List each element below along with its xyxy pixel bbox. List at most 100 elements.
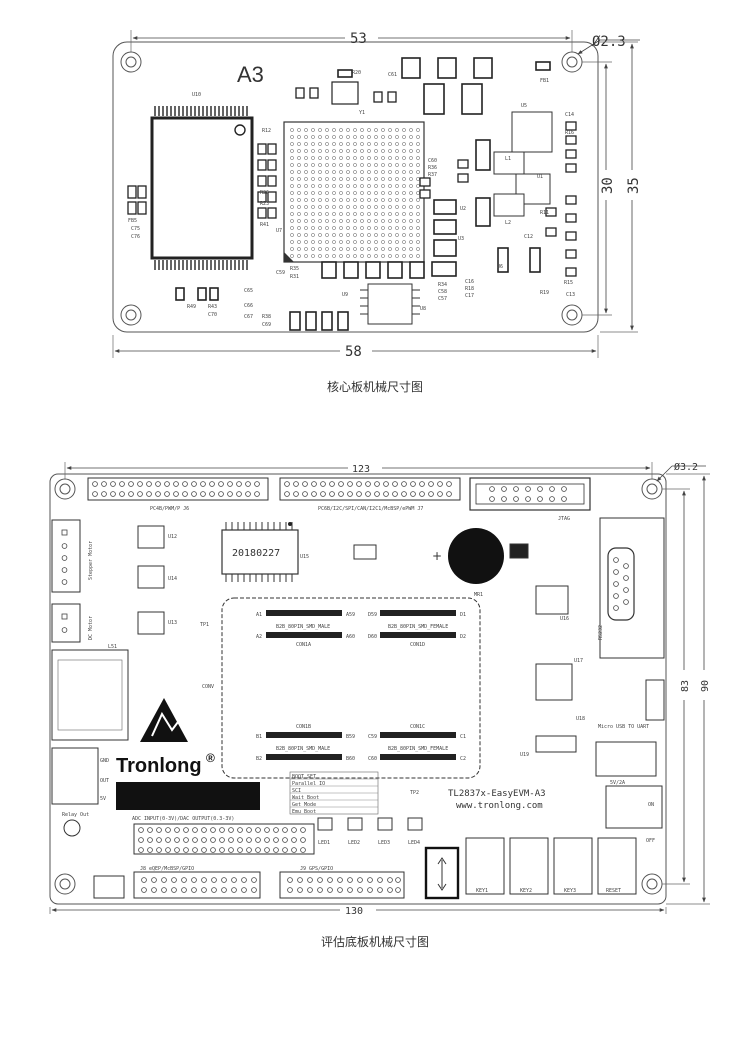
label-led2: LED2 [348,840,360,846]
label-tp2: TP2 [410,790,419,796]
label-l1: L1 [505,156,511,162]
label-out-5v: 5V [100,796,106,802]
eval-dim-right-inner: 83 [680,680,691,692]
label-c57: C57 [438,296,447,302]
core-small-parts [175,57,551,331]
chip-date-code: 20180227 [232,548,280,559]
crystal-y1 [331,81,359,105]
label-d1: D1 [460,612,466,618]
label-r35: R35 [290,266,299,272]
label-led3: LED3 [378,840,390,846]
chip-u10 [150,116,254,260]
led-row [317,817,423,831]
label-r38: R38 [262,314,271,320]
label-r11: R11 [540,210,549,216]
chip-u15 [221,529,299,575]
label-u12: U12 [168,534,177,540]
label-r26: R26 [260,190,269,196]
label-conv: CONV [202,684,214,690]
eval-board-caption: 评估底板机械尺寸图 [320,935,429,949]
push-keys [465,837,637,895]
core-mount-holes [120,51,583,326]
eval-left-ics [137,525,377,635]
label-r34: R34 [438,282,447,288]
label-fb1: FB1 [540,78,549,84]
label-fb5: FB5 [128,218,137,224]
label-d60: D60 [368,634,377,640]
label-r31: R31 [290,274,299,280]
label-b1: B1 [256,734,262,740]
label-c61: C61 [388,72,397,78]
label-u9: U9 [342,292,348,298]
label-pwr: 5V/2A [610,780,625,786]
label-c58: C58 [438,289,447,295]
label-gpio1: J8 eQEP/McBSP/GPIO [140,866,194,872]
label-c16: C16 [465,279,474,285]
label-u8: U8 [420,306,426,312]
boot-row-1: Parallel IO [292,781,325,787]
label-b2: B2 [256,756,262,762]
gpio-header-j8 [133,871,261,899]
label-adc: ADC INPUT(0-3V)/DAC OUTPUT(0.3-3V) [132,816,234,822]
chip-u5 [511,111,553,153]
boot-row-5: Emu Boot [292,809,316,815]
header-j6 [87,477,269,501]
label-c2: C2 [460,756,466,762]
inductor-l2 [493,193,525,217]
label-r43: R43 [208,304,217,310]
label-reset: RESET [606,888,621,894]
eval-dim-top: 123 [352,464,370,475]
label-c12: C12 [524,234,533,240]
label-j7: PC6B/I2C/SPI/CAN/I2C1/McBSP/ePWM J7 [318,506,423,512]
label-u17: U17 [574,658,583,664]
label-r23: R23 [260,201,269,207]
label-led1: LED1 [318,840,330,846]
label-r37: R37 [428,172,437,178]
core-passive-parts [127,87,577,277]
label-c59: C59 [276,270,285,276]
label-b2b-female-2: B2B_80PIN_SMD_FEMALE [388,746,448,752]
eval-dim-bottom: 130 [345,906,363,917]
boot-row-4: Get Mode [292,802,316,808]
boot-table: BOOT SET Parallel IO SCI Wait Boot Get M… [289,771,379,815]
board-model: TL2837x-EasyEVM-A3 [448,789,546,799]
label-u14: U14 [168,576,177,582]
label-a1: A1 [256,612,262,618]
header-j7 [279,477,461,501]
brand-registered-mark: ® [206,751,215,765]
label-gpio2: J9 GPS/GPIO [300,866,333,872]
label-u15: U15 [300,554,309,560]
label-off: OFF [646,838,655,844]
label-u6: U6 [497,264,503,270]
label-c70: C70 [208,312,217,318]
boot-row-3: Wait Boot [292,795,319,801]
label-led4: LED4 [408,840,420,846]
label-out-out: OUT [100,778,109,784]
bga-balls [290,128,420,258]
b2b-silk: A1 A59 A2 A60 D59 D1 D60 D2 B1 B59 B2 B6… [200,612,466,796]
core-dim-right-inner: 30 [600,177,616,194]
core-silk-labels: Y1 FB1 FB5 C75 C76 R20 U5 U1 L1 L2 C14 R… [128,70,575,328]
core-board-label: A3 [237,62,264,87]
label-dc-motor: DC Motor [88,616,94,640]
label-jtag: JTAG [558,516,570,522]
label-c65: C65 [244,288,253,294]
label-a60: A60 [346,634,355,640]
esd-warning-icon [140,698,188,742]
jtag-connector [469,477,591,511]
eval-dim-hole: Ø3.2 [674,461,698,473]
eval-right-ics [509,543,665,777]
label-tp1: TP1 [200,622,209,628]
boot-row-0: BOOT SET [292,774,316,780]
eval-board-drawing: 123 Ø3.2 83 90 130 PC4B/PWM/P J6 [49,461,711,917]
label-b60: B60 [346,756,355,762]
label-b2b-female-1: B2B_80PIN_SMD_FEMALE [388,624,448,630]
label-r49: R49 [187,304,196,310]
label-c14: C14 [565,112,574,118]
label-key3: KEY3 [564,888,576,894]
label-d2: D2 [460,634,466,640]
core-board-caption: 核心板机械尺寸图 [326,380,423,394]
label-con1c: CON1C [410,724,425,730]
label-on: ON [648,802,654,808]
label-u3: U3 [458,236,464,242]
